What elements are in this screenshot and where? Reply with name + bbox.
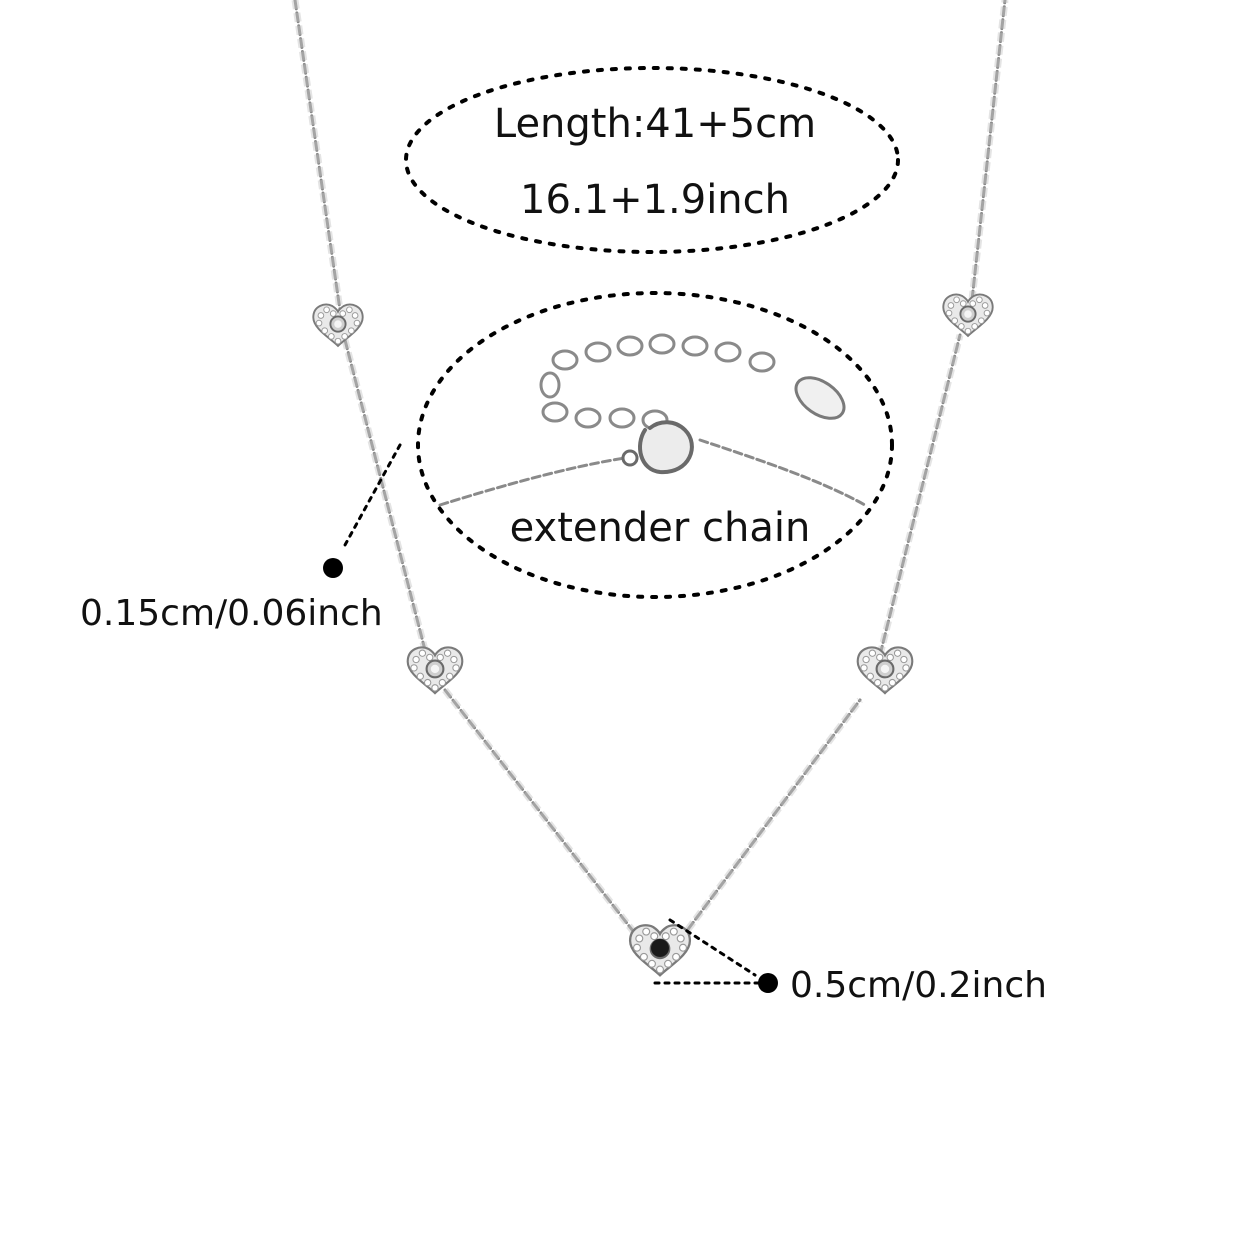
charm-size-pointer: [653, 918, 762, 985]
extender-tag-icon: [794, 376, 846, 420]
heart-charm-icon: [942, 293, 994, 337]
heart-charm-icon: [312, 303, 364, 347]
heart-charm-icon: [406, 646, 464, 695]
length-inch-label: 16.1+1.9inch: [520, 177, 790, 223]
extender-chain-detail: [438, 333, 867, 507]
length-cm-label: Length:41+5cm: [493, 101, 817, 147]
charm-size-label: 0.5cm/0.2inch: [790, 965, 1047, 1006]
heart-charm-icon: [856, 646, 914, 695]
chain-width-label: 0.15cm/0.06inch: [80, 593, 383, 634]
center-heart-charm-icon: [628, 924, 692, 977]
extender-ellipse: [416, 291, 894, 599]
main-chain: [293, 0, 1007, 942]
charm-size-dot: [758, 973, 778, 993]
extender-chain-label: extender chain: [509, 505, 811, 551]
main-chain-outline: [291, 0, 1009, 943]
length-ellipse: [404, 66, 900, 254]
chain-size-dot: [323, 558, 343, 578]
chain-size-pointer: [343, 443, 402, 547]
